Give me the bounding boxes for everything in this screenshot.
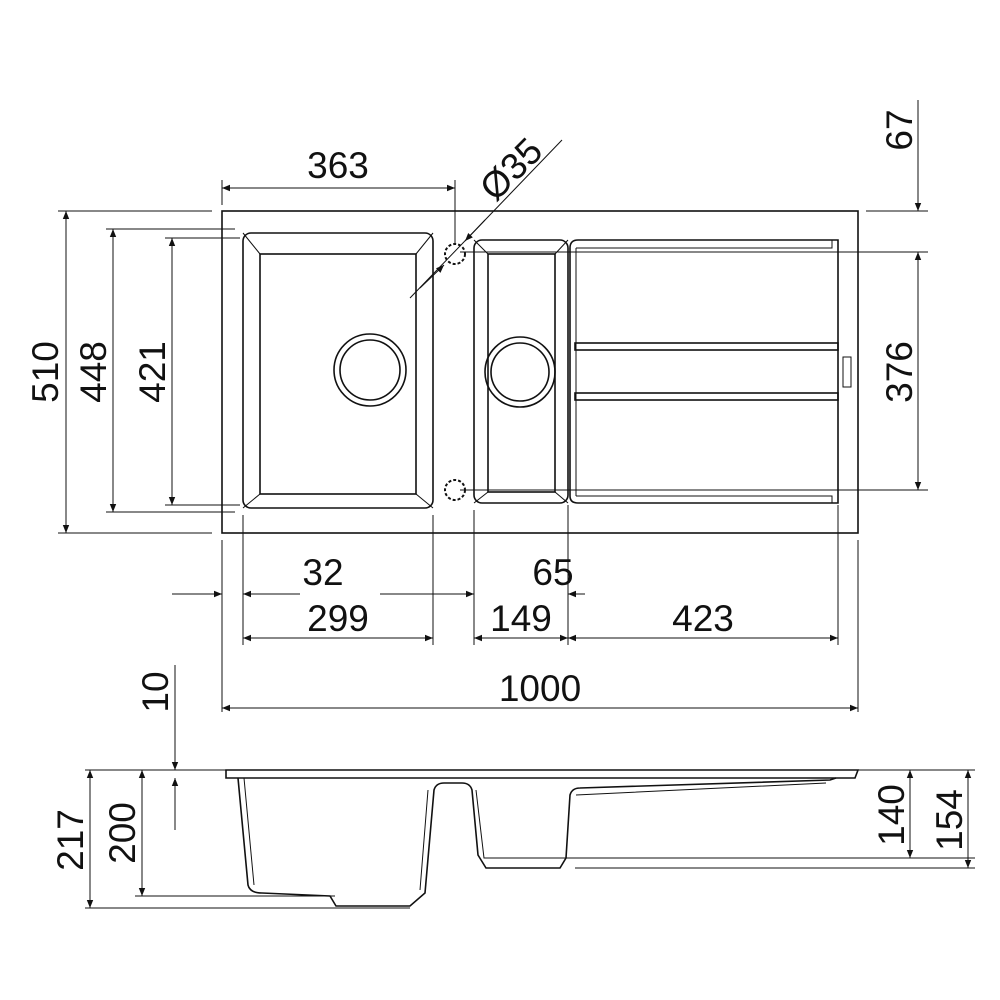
dim-217: 217 [50,809,91,871]
drain-icon [484,336,556,408]
dim-1000: 1000 [499,668,581,709]
dim-200: 200 [102,802,143,864]
top-view [221,210,859,534]
dimension-lines [58,100,928,712]
dim-423: 423 [672,598,734,639]
side-view [225,769,860,907]
dim-65: 65 [532,552,573,593]
dim-10: 10 [135,671,176,712]
dim-510: 510 [25,341,66,403]
main-bowl [242,232,434,509]
dim-299: 299 [307,598,369,639]
dim-32: 32 [302,552,343,593]
small-bowl [473,239,569,504]
dim-421: 421 [132,341,173,403]
dim-363: 363 [307,145,369,186]
dim-149: 149 [490,598,552,639]
sink-outline [221,210,859,534]
tap-hole-icon [444,243,466,265]
dim-tap-hole-diameter: Ø35 [472,130,550,208]
drainer [569,239,852,504]
overflow-icon [842,356,852,388]
side-dimension-lines [85,665,975,909]
dim-67: 67 [879,109,920,150]
dim-448: 448 [73,341,114,403]
dim-376: 376 [879,341,920,403]
dim-140: 140 [871,784,912,846]
dim-154: 154 [929,789,970,851]
drain-icon [333,333,407,407]
